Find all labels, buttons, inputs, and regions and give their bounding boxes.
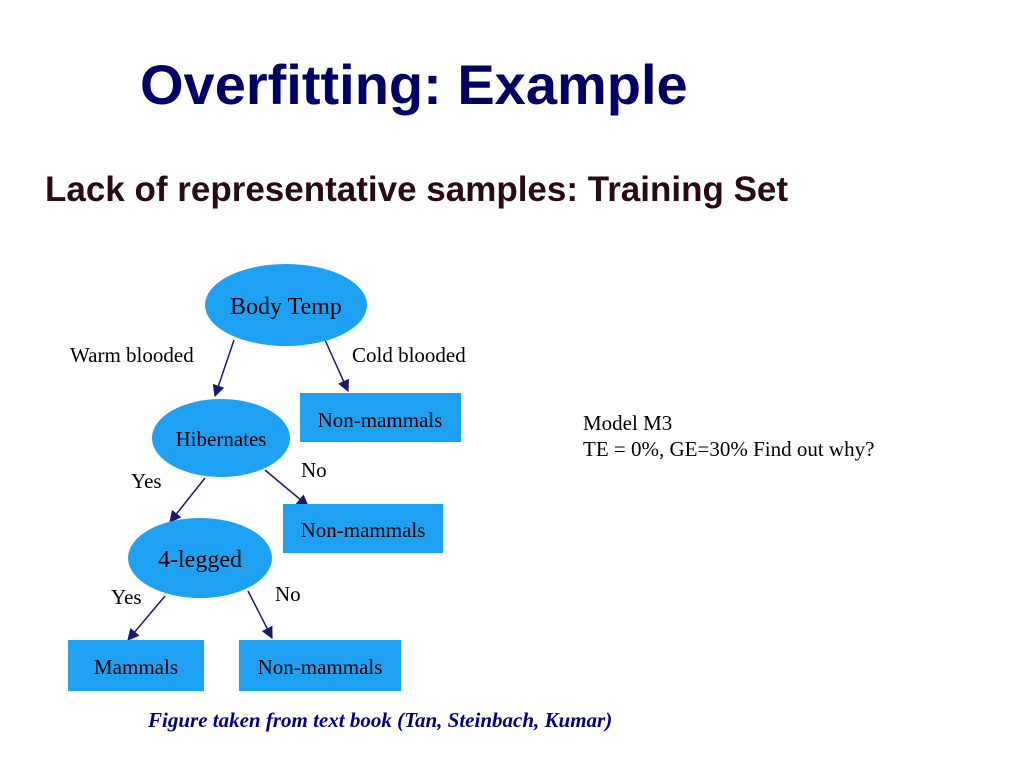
edge-four-legged-yes [127,595,166,641]
leaf-non-mammals-2: Non-mammals [283,504,443,553]
leaf-non-mammals-3-label: Non-mammals [258,655,383,679]
model-name: Model M3 [583,411,673,435]
slide-subtitle: Lack of representative samples: Training… [45,170,789,209]
leaf-non-mammals-1-label: Non-mammals [318,408,443,432]
slide-title: Overfitting: Example [140,53,688,116]
leaf-non-mammals-1: Non-mammals [300,393,461,442]
edge-hibernates-yes [169,477,206,523]
node-hibernates: Hibernates [152,399,290,477]
leaf-non-mammals-3: Non-mammals [239,640,401,691]
leaf-non-mammals-2-label: Non-mammals [301,518,426,542]
model-info: Model M3 TE = 0%, GE=30% Find out why? [583,410,874,462]
edge-label-hibernates-yes: Yes [131,469,162,493]
edge-four-legged-no [247,590,273,640]
edge-warm-blooded [212,339,235,398]
edge-cold-blooded [324,339,350,393]
edge-label-four-legged-no: No [275,582,301,606]
figure-caption: Figure taken from text book (Tan, Steinb… [148,708,613,732]
edge-label-cold-blooded: Cold blooded [352,343,466,367]
leaf-mammals: Mammals [68,640,204,691]
node-four-legged: 4-legged [128,518,272,598]
leaf-mammals-label: Mammals [94,655,178,679]
edge-label-four-legged-yes: Yes [111,585,142,609]
model-metrics: TE = 0%, GE=30% Find out why? [583,437,875,461]
node-hibernates-label: Hibernates [176,427,267,451]
node-body-temp-label: Body Temp [230,294,342,320]
edge-label-warm-blooded: Warm blooded [70,343,194,367]
edge-hibernates-no [264,469,309,507]
edge-label-hibernates-no: No [301,458,327,482]
node-body-temp: Body Temp [205,264,367,346]
node-four-legged-label: 4-legged [158,547,242,573]
